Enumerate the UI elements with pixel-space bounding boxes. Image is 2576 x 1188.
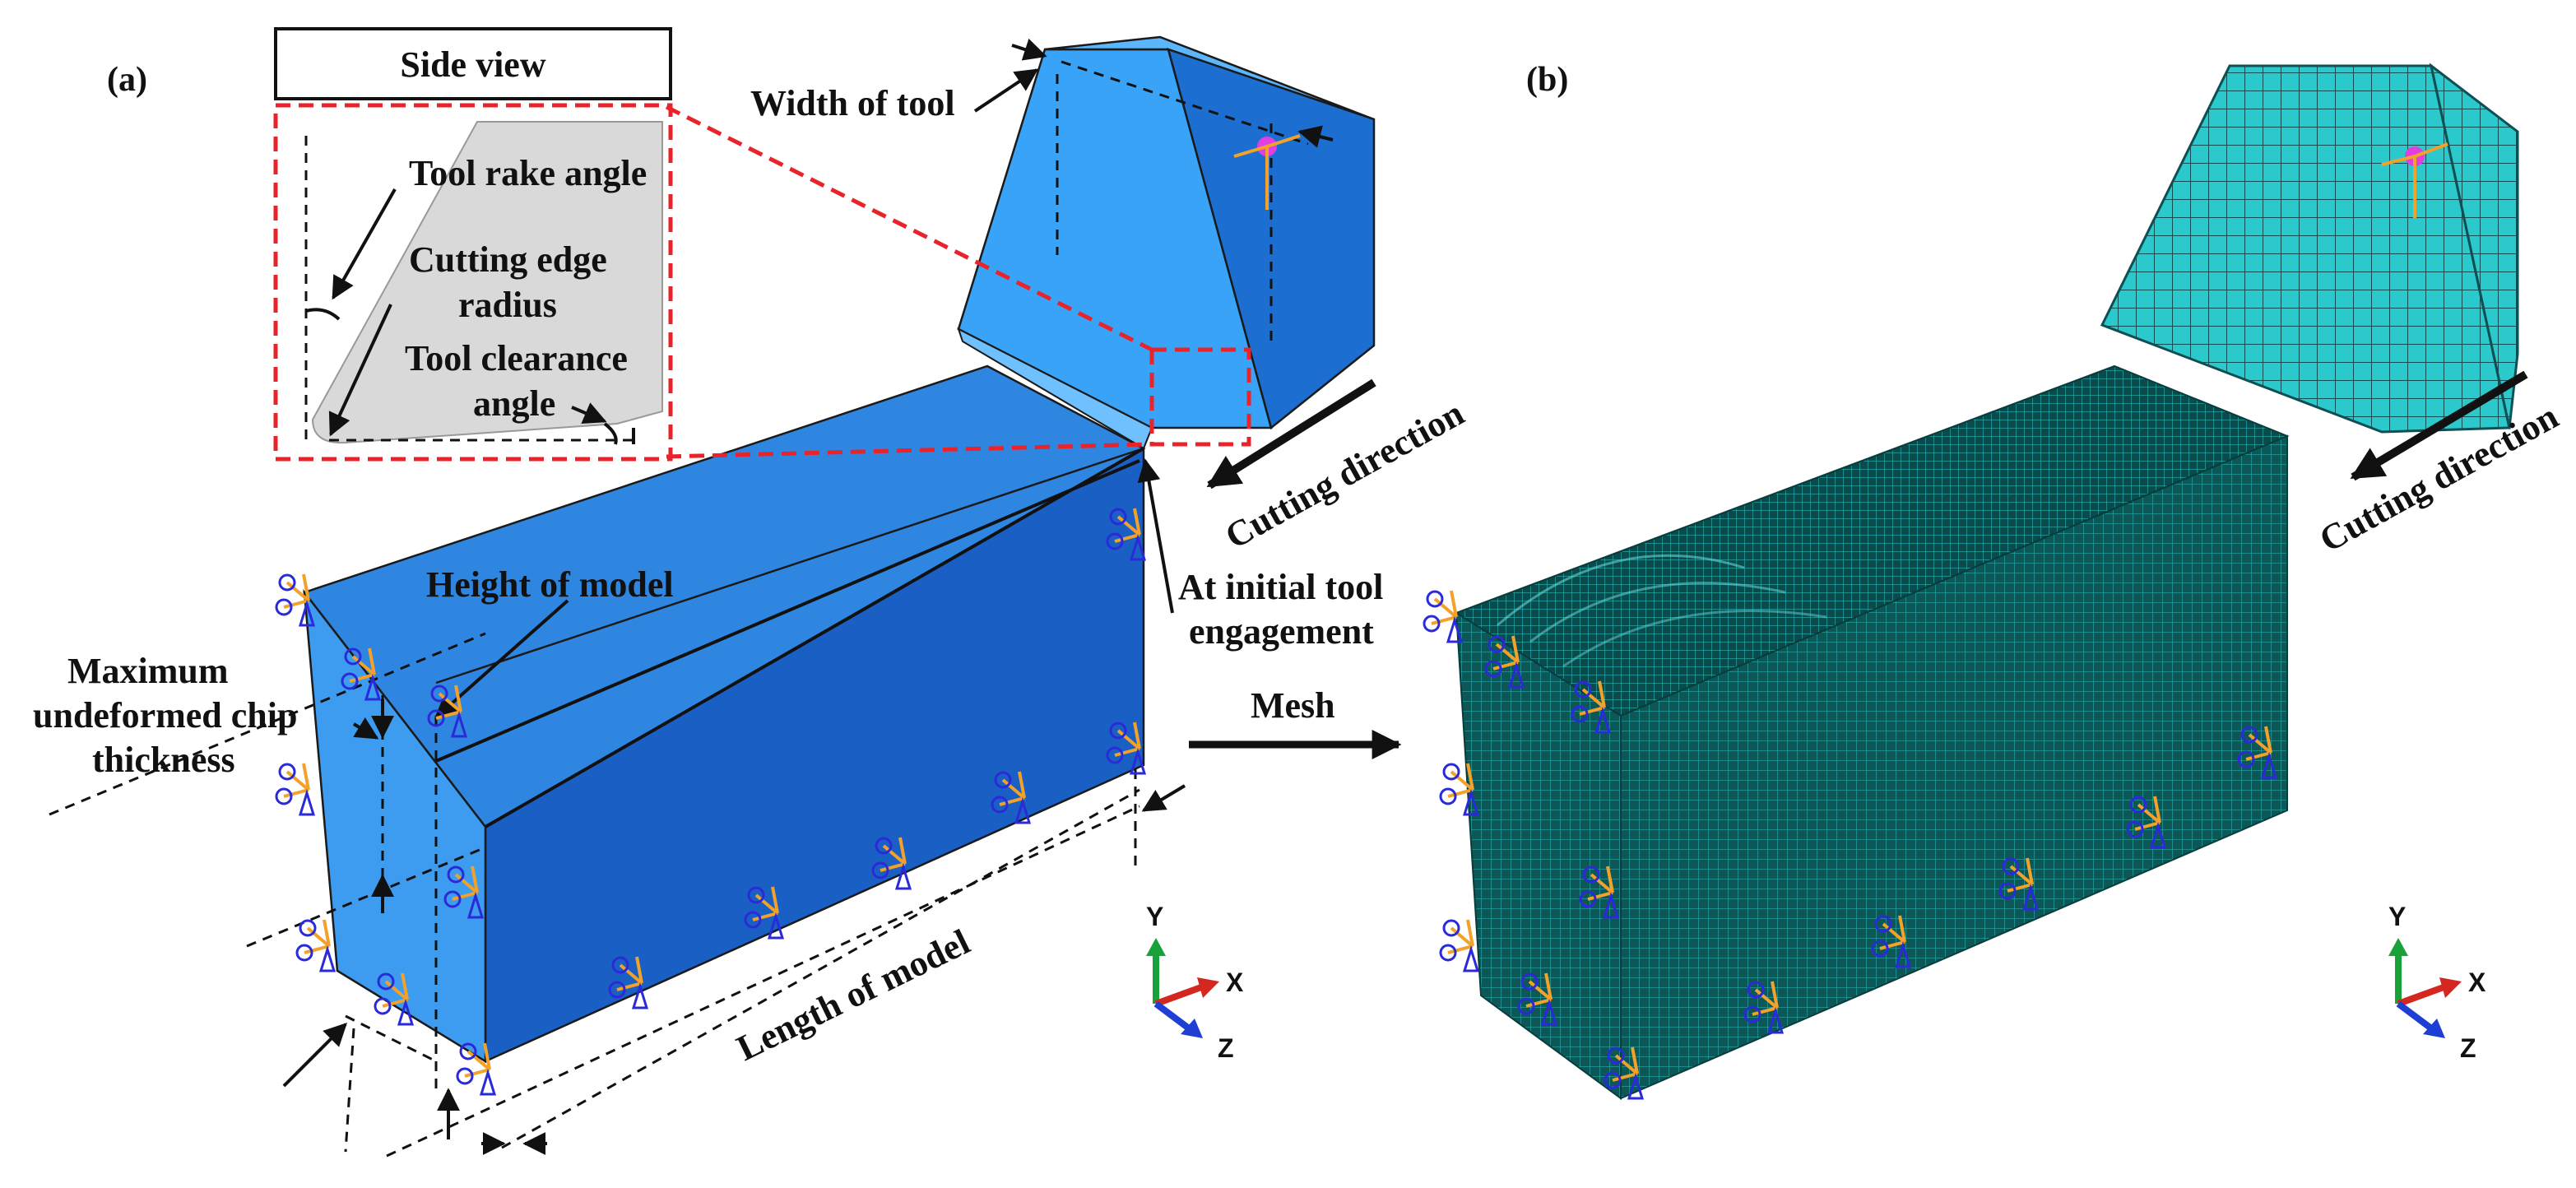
edge-radius-arrow	[328, 304, 392, 437]
side-view-title-box	[274, 27, 672, 100]
length-arrow-end	[1141, 784, 1186, 812]
label-cutting-edge-1: Cutting edge	[409, 239, 607, 280]
mesh-end-face	[1455, 611, 1622, 1100]
ext-dash-4	[344, 1028, 355, 1153]
label-height-of-model: Height of model	[426, 564, 674, 605]
label-clearance-2: angle	[473, 383, 555, 424]
width-tick-right	[1297, 125, 1334, 148]
side-view-inset: Side view Tool rake angle Cutting edge r…	[273, 27, 673, 462]
zoom-line-bottom	[666, 442, 1153, 459]
zoom-line-top	[665, 104, 1153, 352]
width-arrow-bottom-left	[282, 1023, 347, 1088]
axis-z-label-b: Z	[2460, 1033, 2476, 1063]
label-length-of-model: Length of model	[731, 921, 976, 1069]
label-initial-engagement-1: At initial tool	[1178, 567, 1383, 607]
reference-point-icon	[1233, 134, 1301, 210]
cutting-direction-arrow-b	[2350, 370, 2528, 481]
meshed-model-b	[1454, 364, 2290, 1100]
panel-label-b: (b)	[1526, 61, 1568, 99]
width-tick-left	[1011, 38, 1047, 61]
length-dash-2	[386, 805, 1140, 1158]
model-top-line	[435, 447, 1144, 684]
ext-dash-2	[246, 846, 486, 948]
axis-x-label-a: X	[1226, 968, 1244, 997]
mesh-tool-side	[2429, 63, 2519, 429]
axis-z-label-a: Z	[1218, 1033, 1234, 1063]
meshed-tool-b	[2100, 63, 2519, 434]
width-of-tool-arrow	[973, 68, 1039, 113]
label-mesh: Mesh	[1251, 685, 1335, 726]
model-block-a	[302, 364, 1146, 1064]
side-view-frame	[273, 103, 673, 462]
axis-triad-a: Y X Z	[1146, 902, 1244, 1063]
label-rake-angle: Tool rake angle	[409, 153, 647, 193]
clearance-arrow	[571, 402, 607, 425]
tool-profile-shape	[311, 121, 663, 444]
axis-triad-b: Y X Z	[2388, 902, 2486, 1063]
label-max-chip-2: undeformed chip	[33, 695, 297, 736]
panel-label-a: (a)	[107, 61, 147, 99]
label-clearance-1: Tool clearance	[405, 338, 628, 378]
rake-angle-arc	[305, 308, 341, 321]
tool-width-dash	[1061, 60, 1309, 146]
length-dash-1	[501, 788, 1140, 1149]
chip-line-top	[485, 447, 1144, 828]
axis-y-label-b: Y	[2388, 902, 2406, 931]
axis-y-label-a: Y	[1146, 902, 1163, 931]
model-end-face	[303, 588, 487, 1064]
clearance-angle-arc	[603, 422, 618, 445]
label-cutting-edge-2: radius	[458, 285, 557, 325]
side-view-title: Side view	[400, 44, 545, 85]
chip-line-diag	[435, 459, 1140, 763]
ext-dash-1	[49, 632, 486, 816]
label-max-chip-1: Maximum	[67, 651, 229, 691]
label-initial-engagement-2: engagement	[1189, 611, 1374, 652]
rake-angle-arrow	[332, 188, 397, 300]
reference-point-icon-b	[2381, 142, 2448, 218]
zoom-highlight-box	[1149, 347, 1251, 447]
axis-x-label-b: X	[2468, 968, 2486, 997]
initial-engagement-arrow	[1137, 458, 1174, 614]
cutting-direction-arrow-a	[1206, 378, 1376, 490]
label-width-of-tool: Width of tool	[750, 83, 955, 123]
